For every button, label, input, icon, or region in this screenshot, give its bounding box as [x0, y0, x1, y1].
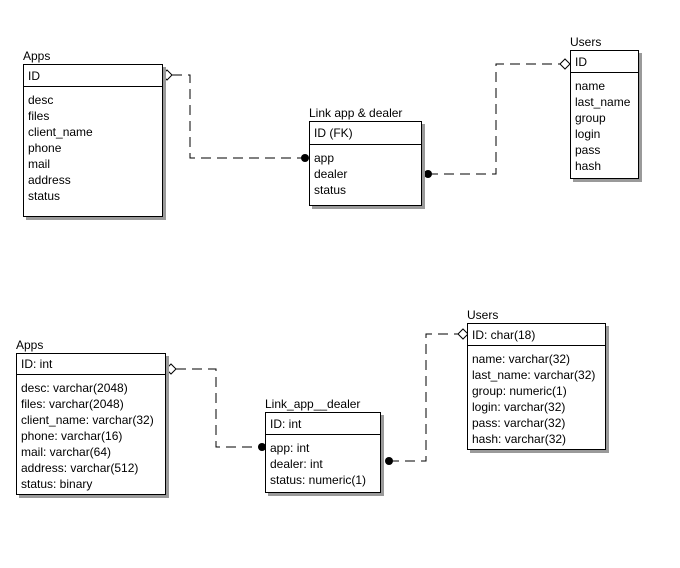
attribute: status — [28, 189, 61, 203]
relationship-link-users-top — [428, 63, 562, 175]
attribute: group: numeric(1) — [472, 384, 567, 398]
attribute: address: varchar(512) — [21, 461, 139, 475]
diamond-users-top — [559, 58, 571, 70]
attribute: group — [575, 111, 606, 125]
attribute: hash: varchar(32) — [472, 432, 567, 446]
attribute: desc: varchar(2048) — [21, 381, 128, 395]
diamond-apps-top — [161, 69, 173, 81]
attribute: client_name: varchar(32) — [21, 413, 154, 427]
attribute: login — [575, 127, 601, 141]
attribute-list: name last_name group login pass hash — [575, 78, 638, 174]
attribute-list: app dealer status — [314, 150, 421, 198]
entity-box: ID: char(18) name: varchar(32) last_name… — [467, 323, 606, 450]
attribute: app: int — [270, 441, 310, 455]
attribute: dealer: int — [270, 457, 323, 471]
entity-title: Apps — [23, 49, 51, 63]
attribute: phone: varchar(16) — [21, 429, 123, 443]
attribute-list: desc: varchar(2048) files: varchar(2048)… — [21, 380, 165, 492]
attribute: status: numeric(1) — [270, 473, 367, 487]
entity-title: Users — [467, 308, 499, 322]
attribute: name: varchar(32) — [472, 352, 571, 366]
dot-link-dealer-bottom — [385, 457, 393, 465]
attribute: files — [28, 109, 50, 123]
relationship-link-users-bottom — [389, 333, 462, 462]
dot-link-app-bottom — [258, 443, 266, 451]
relationship-apps-link-top — [172, 74, 305, 159]
entity-box: ID name last_name group login pass hash — [570, 50, 639, 179]
attribute: last_name: varchar(32) — [472, 368, 596, 382]
attribute: client_name — [28, 125, 93, 139]
primary-key: ID: int — [17, 354, 165, 375]
primary-key: ID (FK) — [310, 122, 421, 145]
attribute: pass — [575, 143, 601, 157]
entity-title: Apps — [16, 338, 44, 352]
entity-title: Link app & dealer — [309, 106, 403, 120]
entity-box: ID: int desc: varchar(2048) files: varch… — [16, 353, 166, 495]
attribute-list: desc files client_name phone mail addres… — [28, 92, 162, 204]
attribute: status — [314, 183, 347, 197]
attribute: status: binary — [21, 477, 93, 491]
attribute: last_name — [575, 95, 631, 109]
attribute: hash — [575, 159, 602, 173]
diamond-apps-bottom — [165, 363, 177, 375]
attribute: mail: varchar(64) — [21, 445, 112, 459]
primary-key: ID — [24, 65, 162, 87]
dot-link-app-top — [301, 154, 309, 162]
attribute: login: varchar(32) — [472, 400, 566, 414]
attribute: pass: varchar(32) — [472, 416, 566, 430]
attribute: desc — [28, 93, 54, 107]
primary-key: ID: char(18) — [468, 324, 605, 346]
entity-title: Users — [570, 35, 602, 49]
attribute: name — [575, 79, 606, 93]
attribute: phone — [28, 141, 62, 155]
entity-box: ID: int app: int dealer: int status: num… — [265, 412, 381, 493]
relationship-apps-link-bottom — [176, 368, 262, 448]
attribute: address — [28, 173, 71, 187]
primary-key: ID — [571, 51, 638, 73]
attribute-list: app: int dealer: int status: numeric(1) — [270, 440, 380, 488]
dot-link-dealer-top — [424, 170, 432, 178]
entity-box: ID (FK) app dealer status — [309, 121, 422, 206]
attribute: files: varchar(2048) — [21, 397, 124, 411]
attribute-list: name: varchar(32) last_name: varchar(32)… — [472, 351, 605, 447]
primary-key: ID: int — [266, 413, 380, 435]
entity-title: Link_app__dealer — [265, 397, 361, 411]
attribute: app — [314, 151, 335, 165]
entity-box: ID desc files client_name phone mail add… — [23, 64, 163, 217]
attribute: dealer — [314, 167, 348, 181]
attribute: mail — [28, 157, 51, 171]
